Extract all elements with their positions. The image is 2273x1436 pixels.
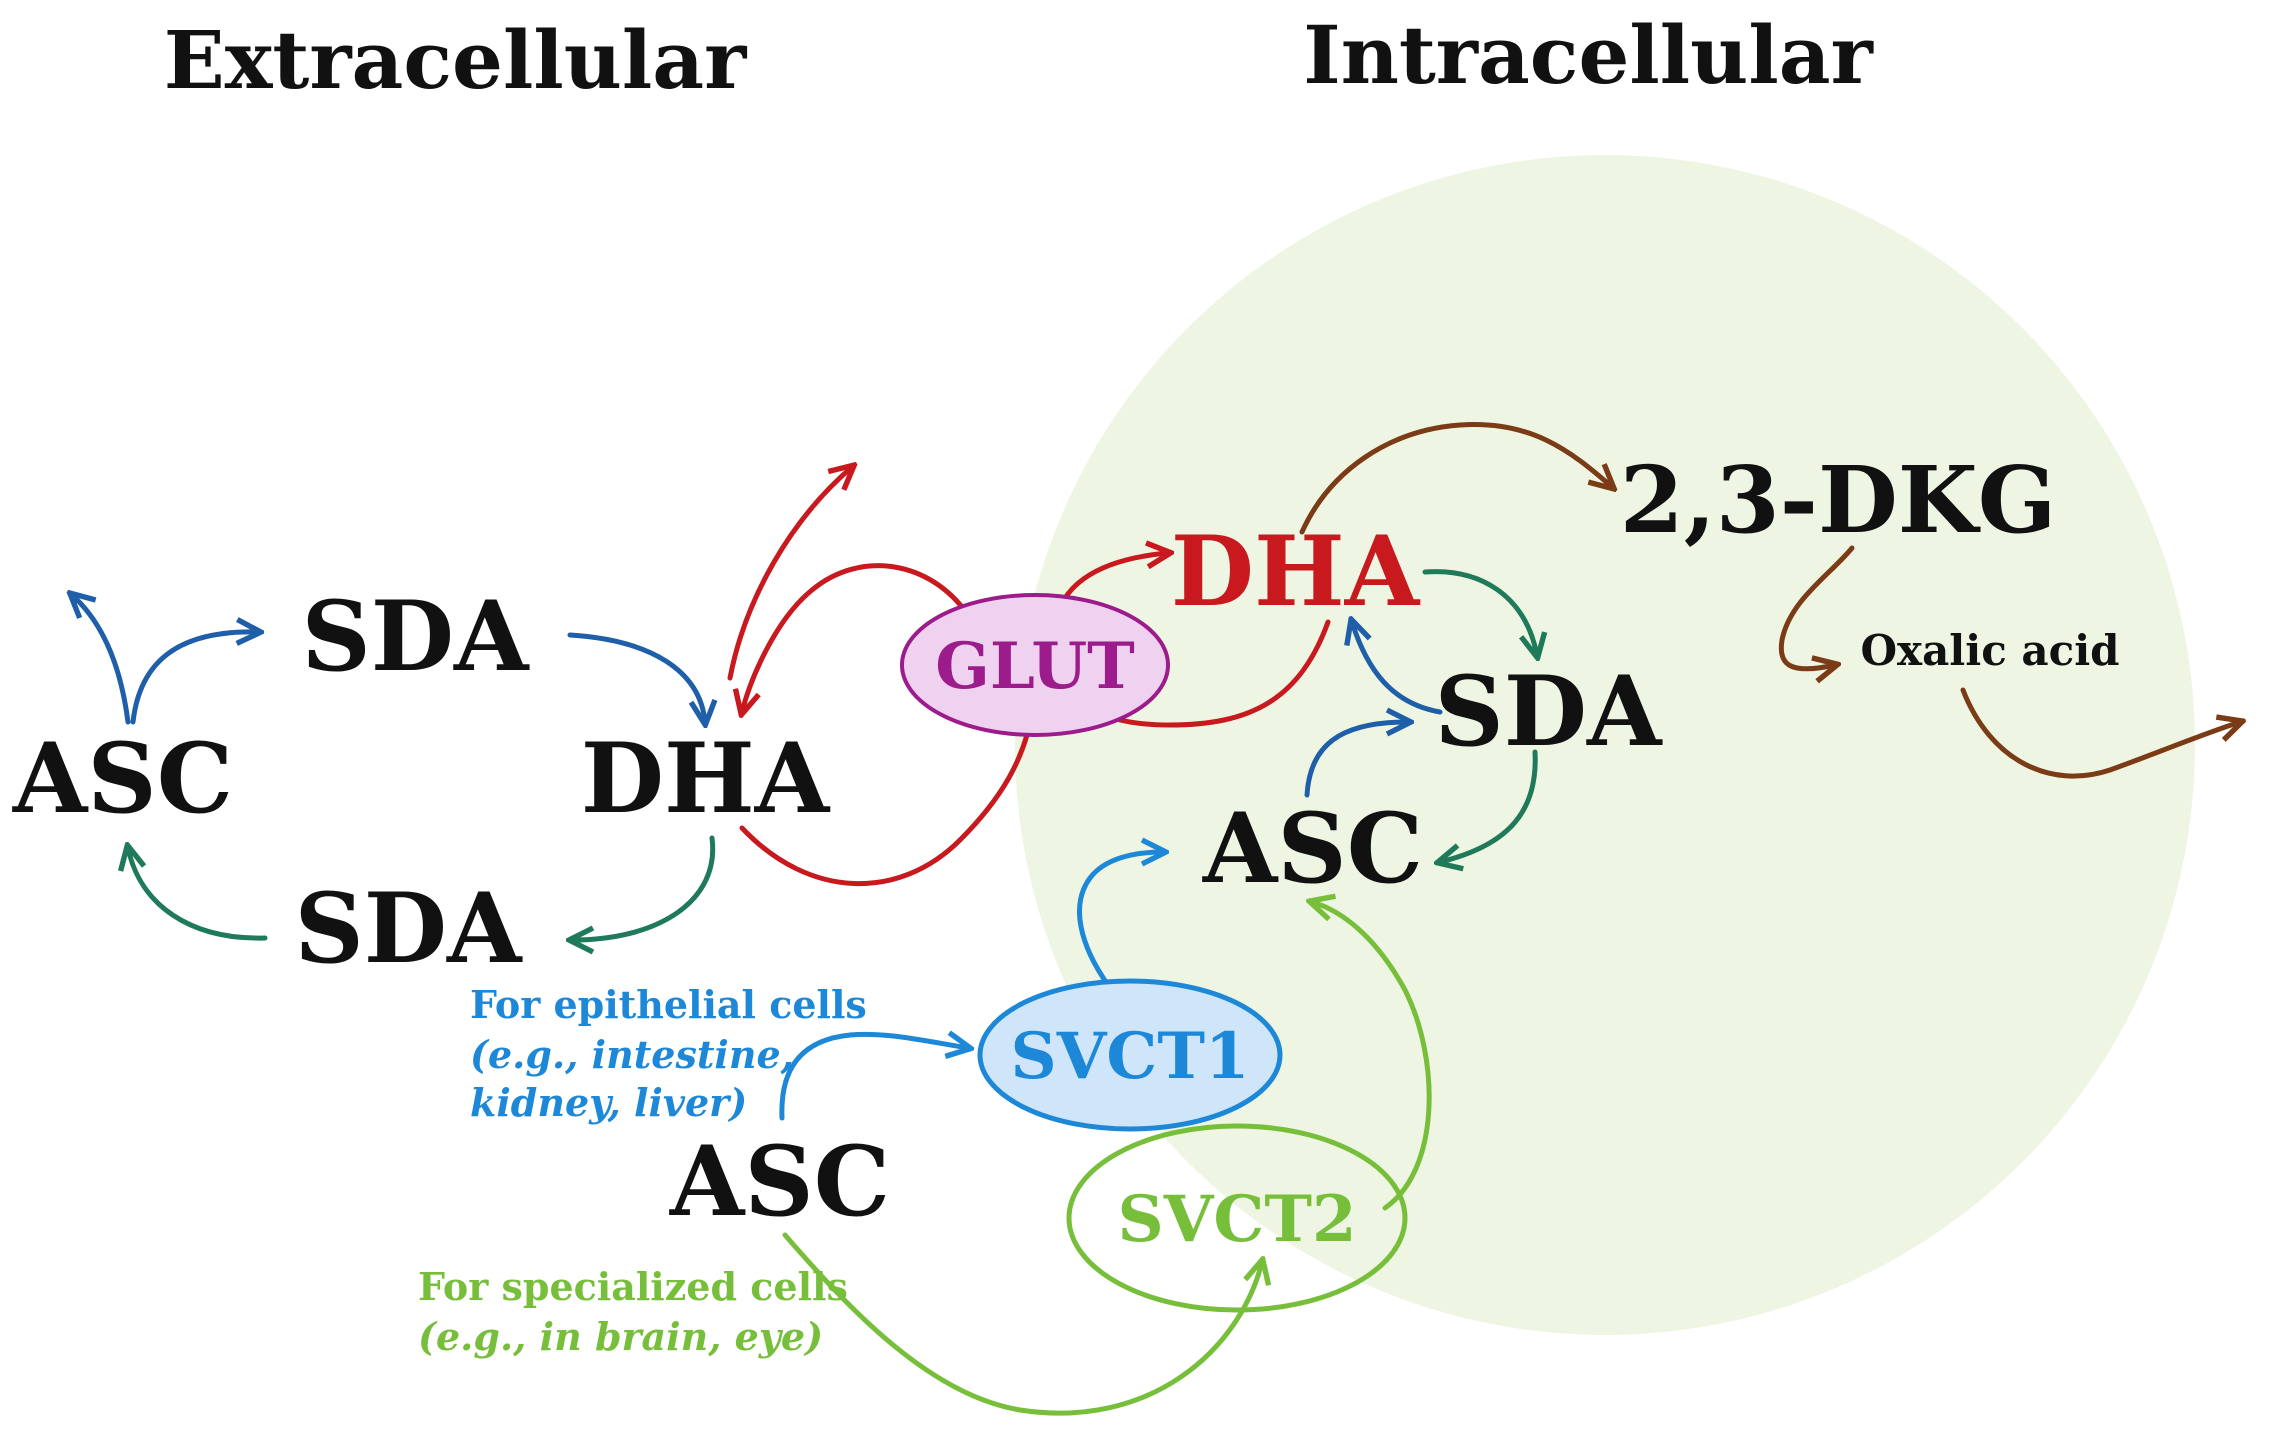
svct2-label: SVCT2 [1118, 1182, 1357, 1257]
glut-label: GLUT [935, 629, 1135, 704]
intracellular-asc: ASC [1202, 792, 1423, 905]
asc-to-svct1-arrow [779, 1034, 968, 1121]
intracellular-dha: DHA [1171, 515, 1421, 628]
epithelial-note-line1: For epithelial cells [470, 982, 867, 1027]
dha-to-sda-arrow [572, 835, 716, 940]
extracellular-dha: DHA [581, 722, 831, 835]
cell-body [1015, 155, 2195, 1335]
glut-to-extracellular-dha-arrow [742, 563, 971, 712]
intracellular-dha-to-sda-arrow [1422, 569, 1537, 655]
asc-exit-arrow [72, 595, 131, 725]
specialized-note-line2: (e.g., in brain, eye) [418, 1314, 823, 1359]
dkg-to-oxalic-acid-arrow [1778, 545, 1855, 669]
intracellular-sda: SDA [1434, 655, 1663, 768]
sda-to-asc-arrow [128, 848, 268, 941]
svct2-transporter [1066, 1123, 1408, 1313]
epithelial-note-line2: (e.g., intestine, [470, 1032, 794, 1077]
dkg-label: 2,3-DKG [1620, 446, 2057, 554]
extracellular-asc: ASC [12, 722, 233, 835]
svct1-to-intracellular-asc-arrow [1077, 852, 1163, 988]
oxalic-acid-label: Oxalic acid [1860, 626, 2119, 675]
sda-to-dha-arrow [567, 632, 705, 722]
intracellular-asc-to-sda-arrow [1304, 722, 1408, 798]
extracellular-asc-bottom: ASC [669, 1125, 890, 1238]
svct2-to-intracellular-asc-arrow [1312, 902, 1432, 1211]
svct1-label: SVCT1 [1011, 1019, 1250, 1094]
intracellular-header: Intracellular [1303, 8, 1873, 102]
glut-transporter [900, 593, 1170, 737]
epithelial-note-line3: kidney, liver) [470, 1080, 747, 1125]
oxalic-acid-exit-arrow [1960, 687, 2240, 779]
extracellular-header: Extracellular [164, 13, 747, 107]
extracellular-dha-to-glut-arrow [739, 708, 1033, 887]
dha-to-dkg-arrow [1299, 421, 1612, 535]
svct1-transporter [977, 978, 1283, 1132]
asc-to-sda-arrow [130, 632, 258, 725]
dha-exit-arrow [727, 467, 852, 681]
specialized-note-line1: For specialized cells [418, 1264, 848, 1309]
extracellular-sda-top: SDA [301, 580, 530, 693]
extracellular-sda-bottom: SDA [294, 872, 523, 985]
intracellular-sda-to-dha-arrow [1352, 622, 1443, 715]
asc-to-svct2-arrow [782, 1232, 1262, 1416]
intracellular-sda-to-asc-arrow [1440, 749, 1538, 862]
